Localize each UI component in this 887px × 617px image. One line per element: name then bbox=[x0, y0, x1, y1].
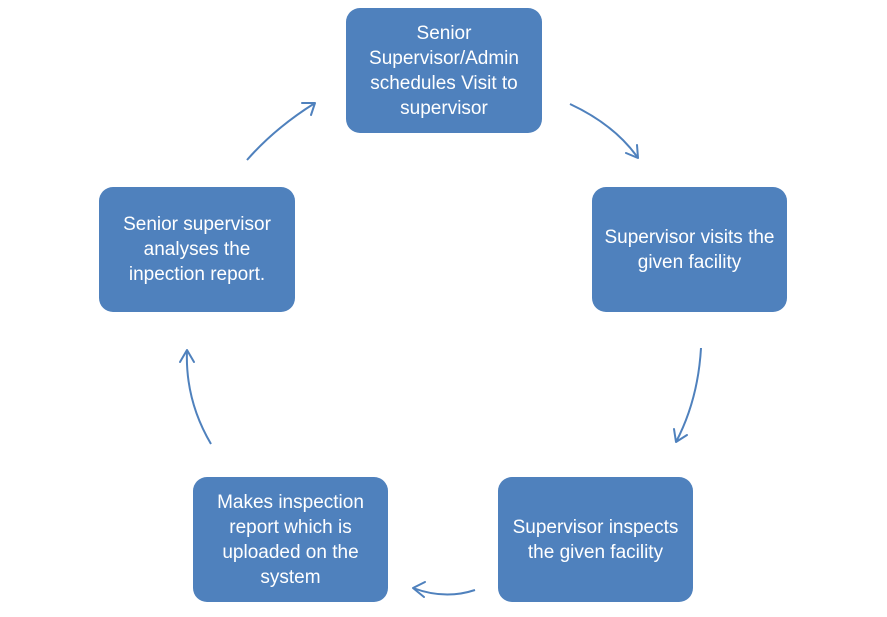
node-make-report: Makes inspection report which is uploade… bbox=[193, 477, 388, 602]
arrow-n3-to-n4 bbox=[412, 581, 476, 598]
node-label: Senior supervisor analyses the inpection… bbox=[123, 214, 271, 285]
node-label: Senior Supervisor/Admin schedules Visit … bbox=[369, 22, 519, 119]
arrow-n1-to-n2 bbox=[569, 103, 639, 159]
node-supervisor-inspects: Supervisor inspects the given facility bbox=[498, 477, 693, 602]
arrow-n5-to-n1 bbox=[246, 102, 316, 161]
arrow-n2-to-n3 bbox=[673, 347, 702, 443]
node-schedule-visit: Senior Supervisor/Admin schedules Visit … bbox=[346, 8, 542, 133]
node-analyse-report: Senior supervisor analyses the inpection… bbox=[99, 187, 295, 312]
node-supervisor-visits: Supervisor visits the given facility bbox=[592, 187, 787, 312]
node-label: Supervisor visits the given facility bbox=[604, 226, 775, 273]
node-label: Supervisor inspects the given facility bbox=[512, 516, 679, 563]
node-label: Makes inspection report which is uploade… bbox=[217, 491, 364, 588]
arrow-n4-to-n5 bbox=[179, 349, 212, 445]
